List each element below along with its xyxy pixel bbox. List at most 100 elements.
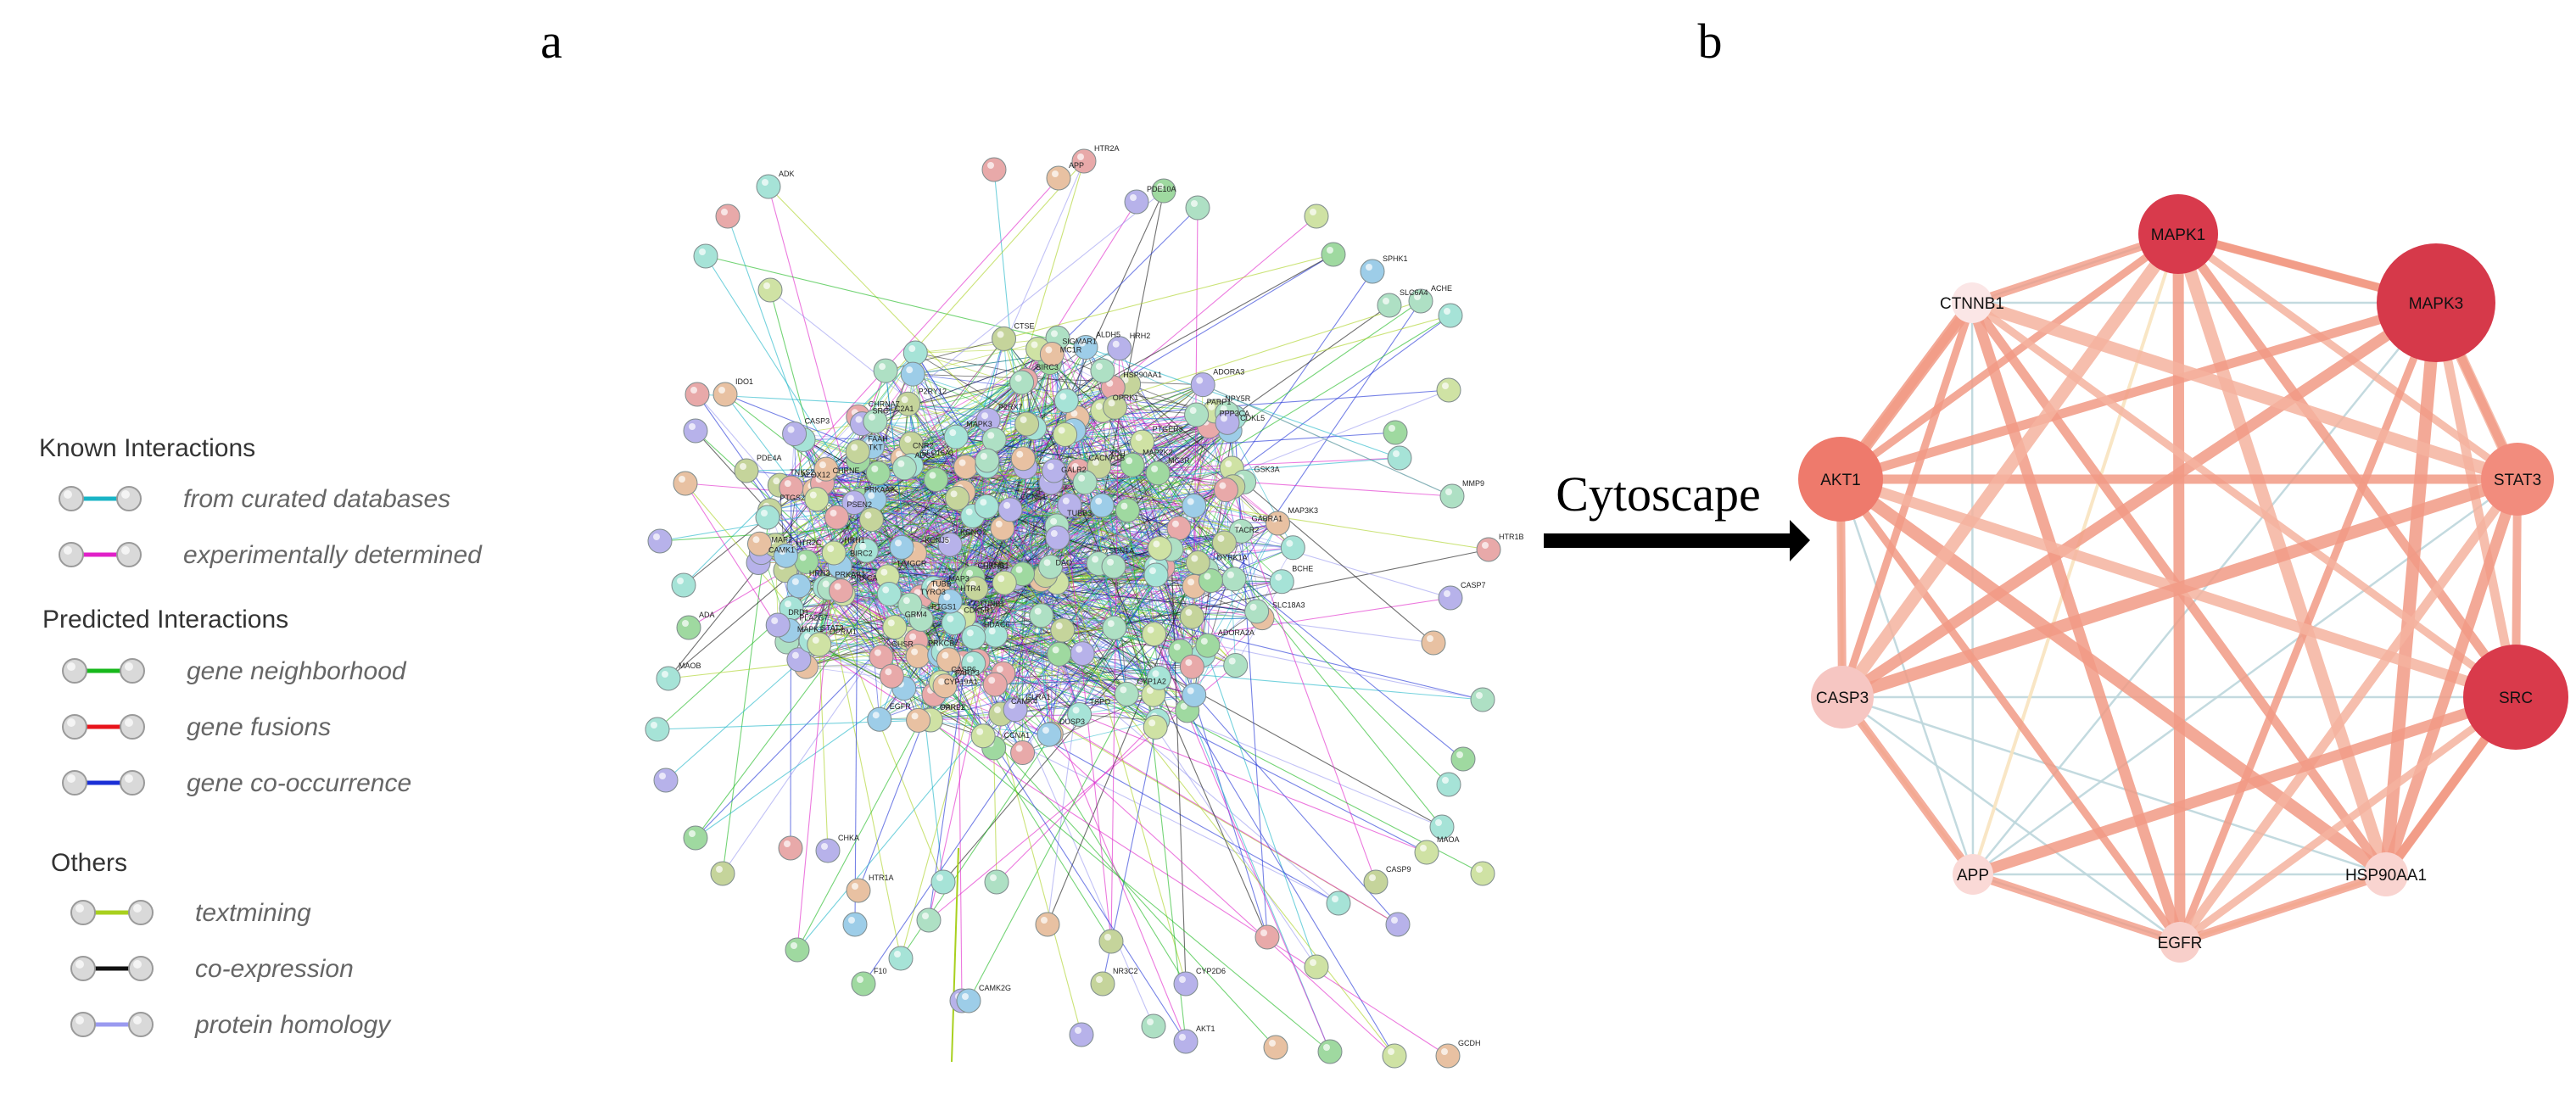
protein-node	[1304, 954, 1329, 980]
interaction-edge	[2173, 229, 2521, 702]
protein-node	[1029, 603, 1054, 628]
protein-node	[1360, 259, 1385, 284]
protein-node	[1383, 420, 1408, 445]
protein-label: PRKAA2	[864, 486, 895, 494]
protein-node	[953, 455, 979, 480]
protein-node	[773, 543, 798, 568]
protein-label: EGFR	[890, 702, 912, 711]
protein-node	[1304, 204, 1329, 229]
protein-label: TSPO	[1090, 697, 1111, 706]
protein-node	[897, 592, 923, 617]
protein-node	[937, 532, 963, 557]
protein-label: ADK	[779, 170, 795, 178]
protein-node	[1143, 562, 1169, 588]
protein-node	[1090, 971, 1115, 997]
protein-label: CTSB	[983, 561, 1003, 569]
protein-node	[982, 672, 1008, 697]
protein-label: TACR2	[1234, 526, 1259, 534]
protein-node	[1382, 1043, 1407, 1069]
protein-node	[867, 706, 892, 732]
protein-label: ALOX12	[802, 471, 830, 479]
protein-node	[984, 869, 1009, 895]
protein-node	[813, 456, 839, 482]
protein-label: CYP19A1	[944, 678, 978, 686]
protein-node	[715, 204, 740, 229]
protein-label: PARP3	[955, 669, 980, 678]
protein-node	[1010, 446, 1036, 472]
legend-item-label: textmining	[195, 899, 311, 927]
protein-node	[1229, 518, 1254, 544]
protein-label: TKT	[869, 444, 884, 452]
protein-node	[863, 409, 888, 434]
protein-label: PSEN2	[847, 500, 872, 509]
protein-node	[1184, 402, 1210, 427]
protein-node	[1120, 452, 1145, 477]
protein-label: CAMK2G	[979, 984, 1011, 992]
protein-label: HRH2	[1130, 332, 1151, 340]
protein-node	[1042, 458, 1067, 483]
protein-node	[879, 663, 904, 689]
hub-gene-node: CTNNB1	[1940, 282, 2004, 323]
protein-label: CNR2	[913, 442, 934, 450]
protein-label: NR3C2	[1113, 967, 1138, 975]
protein-node	[865, 461, 891, 486]
interaction-edge	[2176, 299, 2440, 946]
legend-swatch	[70, 1012, 154, 1037]
protein-label: DAO	[1056, 559, 1073, 567]
legend-item-label: gene neighborhood	[187, 657, 407, 685]
hub-gene-node: APP	[1953, 854, 1993, 895]
protein-node	[693, 243, 718, 269]
protein-label: IDO1	[735, 377, 753, 386]
protein-label: GHSR	[891, 640, 914, 649]
legend-swatch	[70, 900, 154, 925]
legend-item-label: co-expression	[195, 955, 354, 983]
protein-label: P2RY12	[919, 387, 947, 395]
protein-label: MAOB	[679, 662, 701, 670]
protein-node	[1098, 929, 1124, 954]
protein-label: SLC6A4	[1400, 288, 1428, 297]
legend-swatch	[70, 956, 154, 981]
protein-node	[1072, 470, 1098, 495]
legend-item-label: gene co-occurrence	[187, 769, 411, 797]
protein-label: GALR2	[1061, 466, 1087, 474]
protein-node	[1101, 554, 1126, 579]
protein-label: CTSE	[1014, 321, 1035, 330]
hub-gene-node: MAPK1	[2138, 194, 2218, 274]
protein-node	[815, 838, 841, 863]
protein-label: PRKCB	[928, 639, 954, 648]
protein-node	[981, 427, 1007, 452]
hub-gene-label: CTNNB1	[1940, 295, 2004, 313]
protein-label: KCNQ2	[960, 528, 986, 536]
protein-node	[845, 438, 870, 464]
protein-node	[1073, 335, 1098, 360]
protein-label: CHRNB1	[977, 561, 1009, 570]
protein-node	[778, 835, 803, 861]
protein-node	[862, 487, 887, 512]
protein-label: F10	[874, 967, 887, 975]
protein-node	[1421, 630, 1446, 656]
legend-group-title: Known Interactions	[39, 434, 255, 462]
protein-label: ALDH5	[1096, 331, 1120, 339]
protein-label: HRH1	[844, 536, 865, 544]
protein-node	[1387, 445, 1412, 471]
interaction-edge	[1836, 472, 2524, 704]
protein-node	[853, 538, 879, 563]
hub-gene-label: SRC	[2499, 689, 2533, 707]
protein-node	[1321, 242, 1346, 267]
protein-label: ADORA3	[1213, 368, 1244, 377]
protein-node	[876, 582, 902, 607]
cytoscape-arrow: Cytoscape	[1544, 466, 1810, 561]
protein-node	[974, 494, 999, 519]
protein-node	[1102, 615, 1127, 640]
protein-node	[846, 878, 871, 903]
protein-label: XDH	[1109, 449, 1126, 458]
interaction-edge	[1838, 693, 1977, 879]
hub-gene-node: SRC	[2463, 645, 2568, 750]
protein-node	[746, 531, 772, 556]
interaction-edge	[1836, 297, 2442, 703]
protein-node	[779, 475, 804, 500]
protein-node	[1221, 567, 1247, 592]
arrow-head	[1790, 520, 1810, 561]
hub-gene-node: CASP3	[1811, 666, 1874, 729]
